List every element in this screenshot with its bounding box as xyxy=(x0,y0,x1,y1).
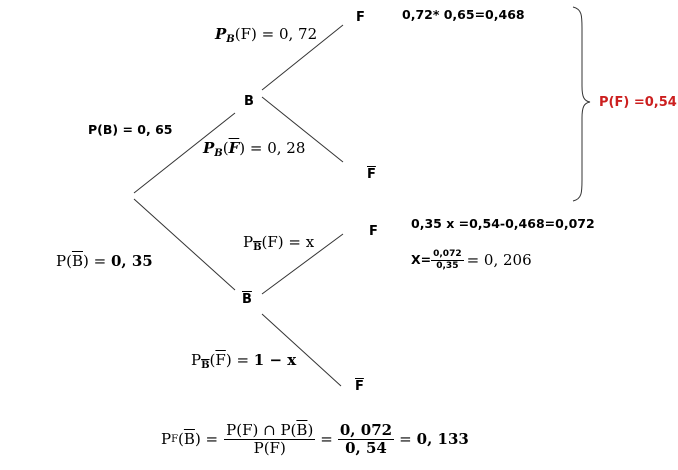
calc-line-1: 0,72* 0,65=0,468 xyxy=(402,7,525,22)
label-pBbar-Fbar: PB(F) = 1 − x xyxy=(191,351,297,371)
node-Fbar-top: F xyxy=(367,167,376,182)
calc-line-2: 0,35 x =0,54-0,468=0,072 xyxy=(411,216,595,231)
x-fraction: 0,072 0,35 xyxy=(431,249,464,271)
calc-x-value: X= 0,072 0,35 = 0, 206 xyxy=(411,249,532,271)
formula-fraction-2: 0, 072 0, 54 xyxy=(337,421,395,457)
node-F-top: F xyxy=(356,10,365,25)
label-p-Bbar: P(B) = 0, 35 xyxy=(56,252,153,270)
branch-root-to-Bbar xyxy=(133,198,236,291)
branch-root-to-B xyxy=(133,112,236,194)
label-pBbar-F: PB(F) = x xyxy=(243,233,315,253)
branch-B-to-Fbar xyxy=(261,96,344,163)
curly-brace xyxy=(572,6,591,202)
result-pF: P(F) =0,54 xyxy=(599,95,677,110)
branch-Bbar-to-F xyxy=(261,233,344,295)
label-pB-F: PB(F) = 0, 72 xyxy=(215,25,318,45)
branch-Bbar-to-Fbar xyxy=(261,313,342,387)
node-F-bottom: F xyxy=(369,224,378,239)
node-Fbar-bottom: F xyxy=(355,379,364,394)
label-p-B: P(B) = 0, 65 xyxy=(88,122,173,137)
branch-B-to-F xyxy=(261,24,344,91)
node-B: B xyxy=(244,94,254,109)
node-Bbar: B xyxy=(242,292,252,307)
label-pB-Fbar: PB(F) = 0, 28 xyxy=(203,139,306,159)
formula-fraction-1: P(F) ∩ P(B) P(F) xyxy=(224,421,316,457)
